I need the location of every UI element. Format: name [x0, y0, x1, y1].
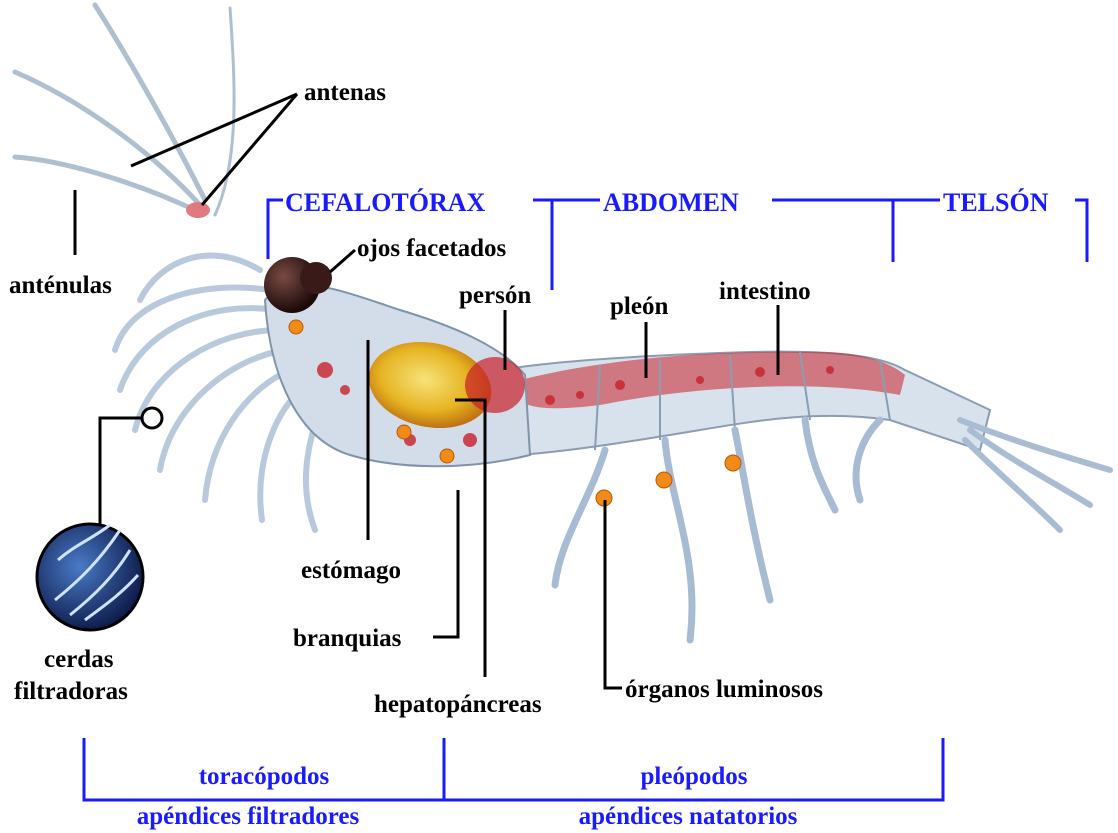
krill-illustration	[15, 5, 1110, 640]
label-antenulas: anténulas	[9, 272, 112, 299]
antennae-drawing	[15, 5, 234, 215]
label-organos-luminosos: órganos luminosos	[625, 676, 823, 703]
label-antenas: antenas	[304, 79, 386, 106]
cerdas-callout-circle	[142, 408, 162, 428]
label-apendices-filtradores: apéndices filtradores	[137, 803, 360, 830]
label-hepatopancreas: hepatopáncreas	[374, 691, 542, 718]
label-apendices-natatorios: apéndices natatorios	[579, 803, 798, 830]
section-telson: TELSÓN	[943, 188, 1049, 217]
setae-magnifier	[37, 524, 143, 630]
label-intestino: intestino	[719, 278, 811, 305]
section-cephalothorax: CEFALOTÓRAX	[285, 188, 486, 217]
label-branquias: branquias	[293, 625, 402, 652]
section-abdomen: ABDOMEN	[603, 188, 739, 217]
label-person: persón	[459, 282, 531, 309]
label-toracopodos: toracópodos	[199, 763, 330, 790]
label-pleon: pleón	[610, 293, 668, 320]
label-ojos-facetados: ojos facetados	[357, 235, 507, 262]
label-filtradoras: filtradoras	[14, 678, 128, 705]
label-cerdas: cerdas	[44, 646, 114, 673]
telson-drawing	[960, 420, 1110, 530]
label-pleopodos: pleópodos	[641, 763, 748, 790]
label-estomago: estómago	[301, 557, 401, 584]
